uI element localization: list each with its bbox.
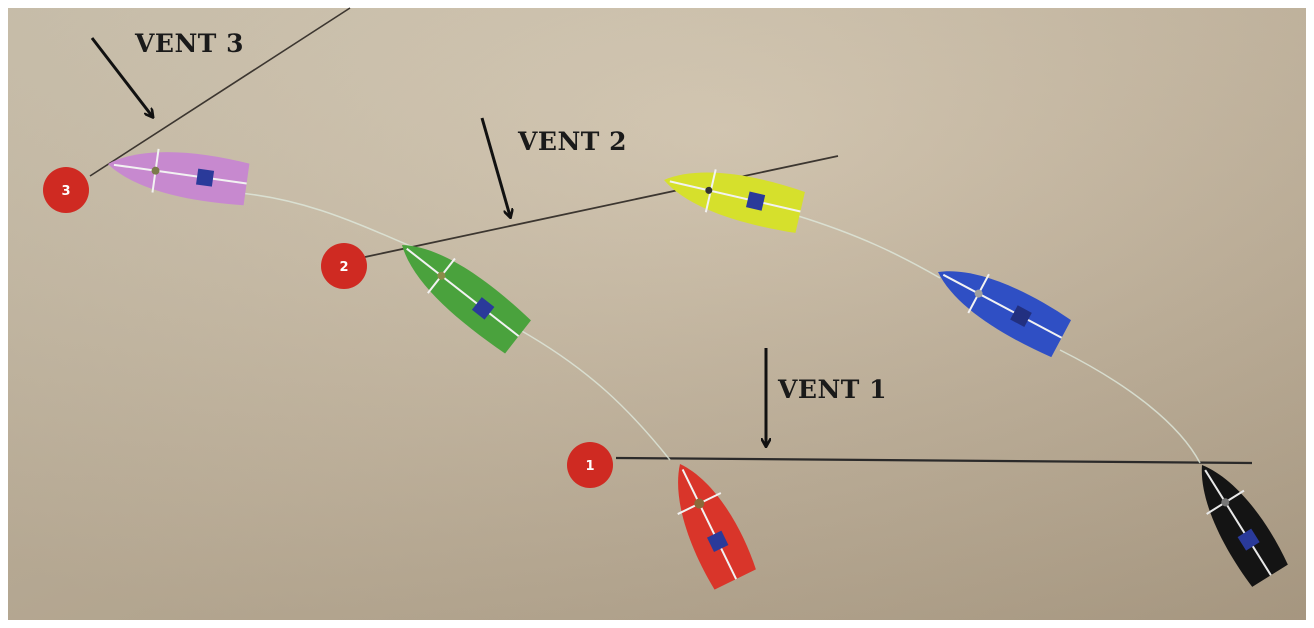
boat-purple: [108, 148, 250, 206]
wind-arrow-2: [480, 117, 510, 216]
wind-arrow-3: [90, 37, 152, 116]
track-line-blue-black: [1059, 349, 1201, 464]
mark-3-number: 3: [61, 184, 70, 199]
boat-yellow: [664, 169, 805, 233]
track-line-purple-green: [239, 192, 421, 251]
wind-label-1: VENT 1: [777, 375, 887, 404]
wind-label-3: VENT 3: [134, 29, 244, 58]
boat-black: [1201, 465, 1288, 587]
photo-shading: [8, 8, 1306, 620]
track-line-green-red: [519, 329, 671, 461]
mark-1-number: 1: [585, 459, 594, 474]
wind-label-2: VENT 2: [517, 127, 627, 156]
boat-blue: [938, 271, 1072, 358]
start-line-3: [89, 7, 351, 177]
mark-2-number: 2: [339, 260, 348, 275]
track-line-yellow-blue: [794, 214, 941, 279]
mark-1: 1: [567, 442, 613, 488]
boat-green: [402, 245, 531, 354]
boat-red: [677, 464, 756, 590]
mark-2: 2: [321, 243, 367, 289]
mark-3: 3: [43, 167, 89, 213]
start-line-2: [364, 155, 839, 258]
start-line-1: [615, 456, 1253, 465]
